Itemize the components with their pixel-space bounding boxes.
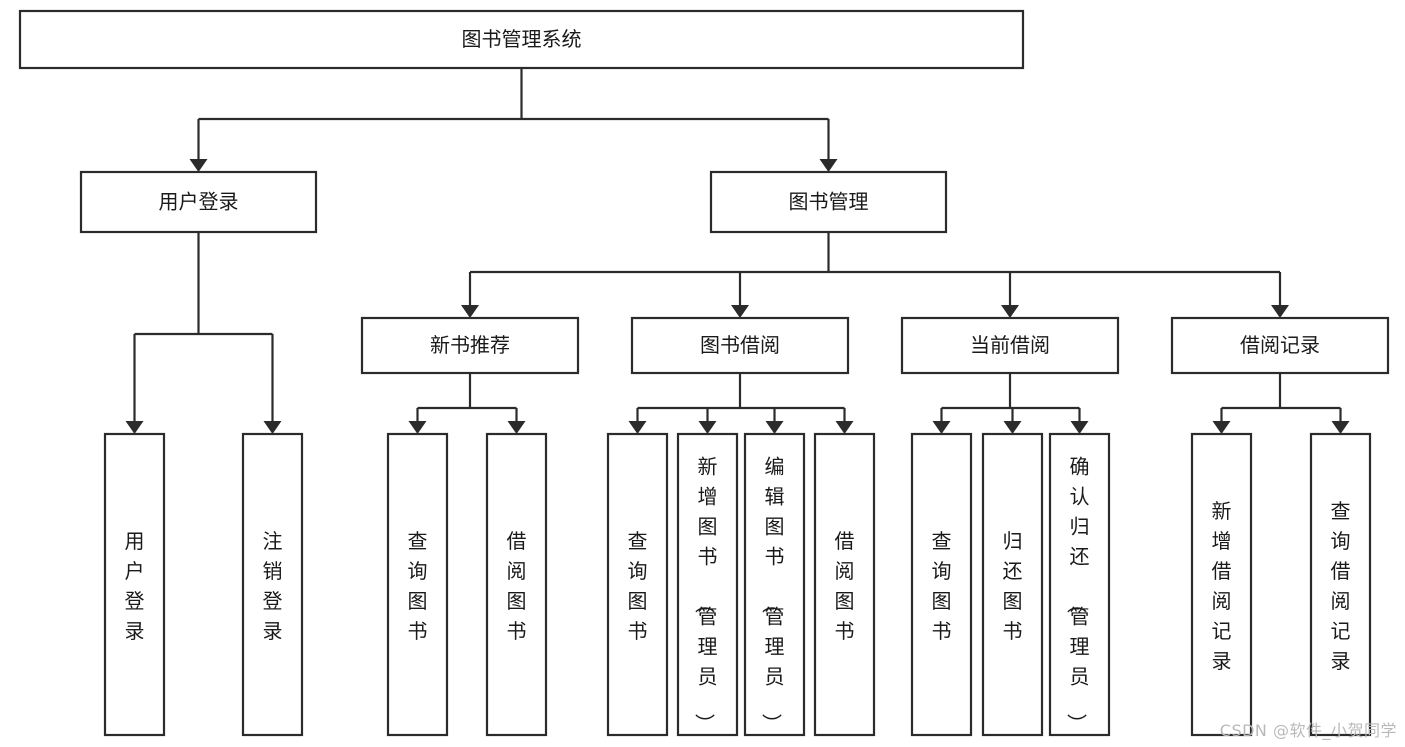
node-box-leaf-query-book-borrow [606, 432, 669, 737]
node-label-leaf-logout: 注销登录 [263, 529, 283, 643]
arrow-head-leaf-query-book-recommend [408, 421, 427, 434]
node-new-book-recommend[interactable]: 新书推荐 [360, 316, 580, 375]
arrow-head-leaf-confirm-return [1070, 421, 1089, 434]
arrow-head-leaf-logout [263, 421, 282, 434]
node-leaf-query-book-current[interactable]: 查询图书 [910, 432, 973, 737]
node-root[interactable]: 图书管理系统 [18, 9, 1025, 70]
node-leaf-user-login[interactable]: 用户登录 [103, 432, 166, 737]
arrow-head-current-borrow [1001, 305, 1019, 318]
node-box-leaf-query-borrow-record [1309, 432, 1372, 737]
node-box-leaf-return-book [981, 432, 1044, 737]
node-leaf-borrow-book[interactable]: 借阅图书 [813, 432, 876, 737]
node-box-leaf-query-book-recommend [386, 432, 449, 737]
node-leaf-add-borrow-record[interactable]: 新增借阅记录 [1190, 432, 1253, 737]
csdn-watermark: CSDN @软件_小贺同学 [1219, 721, 1397, 740]
node-label-leaf-add-borrow-record: 新增借阅记录 [1212, 499, 1232, 673]
node-box-leaf-user-login [103, 432, 166, 737]
node-box-leaf-edit-book [743, 432, 806, 737]
node-box-book-management [709, 170, 948, 234]
node-borrow-records[interactable]: 借阅记录 [1170, 316, 1390, 375]
node-user-login[interactable]: 用户登录 [79, 170, 318, 234]
arrow-head-leaf-edit-book [765, 421, 784, 434]
node-label-current-borrow: 当前借阅 [970, 333, 1050, 357]
node-label-book-borrow: 图书借阅 [700, 333, 780, 357]
node-label-leaf-query-book-current: 查询图书 [932, 529, 952, 643]
arrow-head-leaf-query-book-current [932, 421, 951, 434]
arrow-head-leaf-query-book-borrow [628, 421, 647, 434]
node-book-borrow[interactable]: 图书借阅 [630, 316, 850, 375]
node-label-leaf-confirm-return: 确认归还（管理员） [1065, 454, 1090, 733]
node-box-leaf-borrow-book [813, 432, 876, 737]
node-label-leaf-query-borrow-record: 查询借阅记录 [1331, 499, 1351, 673]
node-label-leaf-edit-book: 编辑图书（管理员） [760, 454, 785, 733]
node-label-leaf-borrow-book: 借阅图书 [835, 529, 855, 643]
arrow-head-new-book-recommend [461, 305, 479, 318]
node-label-borrow-records: 借阅记录 [1240, 333, 1320, 357]
node-boxes: 图书管理系统用户登录图书管理新书推荐图书借阅当前借阅借阅记录用户登录注销登录查询… [18, 9, 1390, 737]
node-box-new-book-recommend [360, 316, 580, 375]
node-box-leaf-add-borrow-record [1190, 432, 1253, 737]
node-box-current-borrow [900, 316, 1120, 375]
node-current-borrow[interactable]: 当前借阅 [900, 316, 1120, 375]
node-leaf-query-book-recommend[interactable]: 查询图书 [386, 432, 449, 737]
node-box-book-borrow [630, 316, 850, 375]
arrow-head-leaf-add-book [698, 421, 717, 434]
arrow-head-user-login [189, 159, 208, 172]
node-box-root [18, 9, 1025, 70]
node-label-root: 图书管理系统 [462, 27, 582, 51]
node-box-leaf-logout [241, 432, 304, 737]
arrow-head-leaf-return-book [1003, 421, 1022, 434]
node-label-book-management: 图书管理 [789, 190, 869, 214]
node-leaf-query-borrow-record[interactable]: 查询借阅记录 [1309, 432, 1372, 737]
node-leaf-edit-book[interactable]: 编辑图书（管理员） [743, 432, 806, 737]
node-label-leaf-return-book: 归还图书 [1003, 529, 1023, 643]
node-leaf-return-book[interactable]: 归还图书 [981, 432, 1044, 737]
arrow-head-book-borrow [731, 305, 749, 318]
node-box-user-login [79, 170, 318, 234]
node-label-leaf-add-book: 新增图书（管理员） [693, 454, 718, 733]
arrow-head-book-management [819, 159, 838, 172]
node-label-user-login: 用户登录 [159, 190, 239, 214]
node-leaf-borrow-book-recommend[interactable]: 借阅图书 [485, 432, 548, 737]
connector-lines [125, 68, 1350, 434]
node-box-borrow-records [1170, 316, 1390, 375]
node-label-leaf-query-book-recommend: 查询图书 [408, 529, 428, 643]
arrow-head-leaf-query-borrow-record [1331, 421, 1350, 434]
node-leaf-confirm-return[interactable]: 确认归还（管理员） [1048, 432, 1111, 737]
arrow-head-leaf-add-borrow-record [1212, 421, 1231, 434]
node-box-leaf-add-book [676, 432, 739, 737]
node-label-new-book-recommend: 新书推荐 [430, 333, 510, 357]
node-leaf-logout[interactable]: 注销登录 [241, 432, 304, 737]
node-book-management[interactable]: 图书管理 [709, 170, 948, 234]
node-label-leaf-user-login: 用户登录 [125, 529, 145, 643]
arrow-head-leaf-borrow-book-recommend [507, 421, 526, 434]
node-box-leaf-query-book-current [910, 432, 973, 737]
arrow-head-leaf-borrow-book [835, 421, 854, 434]
node-box-leaf-borrow-book-recommend [485, 432, 548, 737]
node-leaf-add-book[interactable]: 新增图书（管理员） [676, 432, 739, 737]
node-box-leaf-confirm-return [1048, 432, 1111, 737]
node-leaf-query-book-borrow[interactable]: 查询图书 [606, 432, 669, 737]
node-label-leaf-borrow-book-recommend: 借阅图书 [507, 529, 527, 643]
arrow-head-borrow-records [1271, 305, 1289, 318]
arrow-head-leaf-user-login [125, 421, 144, 434]
node-label-leaf-query-book-borrow: 查询图书 [628, 529, 648, 643]
